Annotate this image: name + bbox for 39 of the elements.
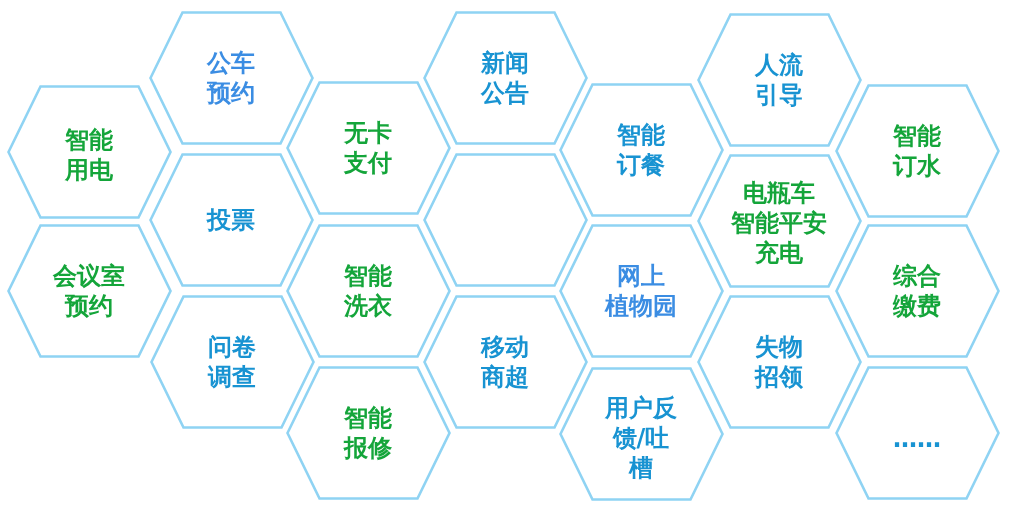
tile-label: 无卡支付 — [344, 118, 392, 178]
hexagon-tile — [6, 224, 172, 358]
tile-label: 移动商超 — [481, 332, 529, 392]
tile-label: 智能报修 — [344, 403, 392, 463]
hexagon-tile — [558, 367, 724, 501]
tile-label: 智能订水 — [893, 121, 941, 181]
hexagon-tile — [834, 224, 1000, 358]
tile-label: 会议室预约 — [53, 261, 125, 321]
tile-label: 人流引导 — [755, 50, 803, 110]
hexagon-tile — [285, 366, 451, 500]
tile-label: 网上植物园 — [605, 261, 677, 321]
hexagon-tile — [558, 83, 724, 217]
tile-label: 综合缴费 — [893, 261, 941, 321]
hexagon-tile — [696, 154, 862, 288]
tile-label: 失物招领 — [755, 332, 803, 392]
tile-label: 电瓶车智能平安充电 — [731, 178, 827, 268]
hexagon-tile — [834, 366, 1000, 500]
tile-label: 智能用电 — [65, 125, 113, 185]
hexagon-tile — [149, 295, 315, 429]
hexagon-tile — [558, 224, 724, 358]
hexagon-tile — [6, 85, 172, 219]
hexagon-tile — [834, 84, 1000, 218]
tile-label: 投票 — [207, 205, 255, 235]
tile-label: 智能洗衣 — [344, 261, 392, 321]
tile-label: 公车预约 — [207, 48, 255, 108]
tile-label: 问卷调查 — [208, 332, 256, 392]
hexagon-tile — [422, 295, 588, 429]
hexagon-tile — [422, 11, 588, 145]
hexagon-tile — [696, 13, 862, 147]
hexagon-tile — [696, 295, 862, 429]
tile-label: 智能订餐 — [617, 120, 665, 180]
hexagon-tile — [422, 153, 588, 287]
tile-label: …… — [893, 424, 941, 454]
hexagon-tile — [285, 224, 451, 358]
tile-label: 新闻公告 — [481, 48, 529, 108]
hexagon-tile — [148, 11, 314, 145]
hexagon-tile — [285, 81, 451, 215]
tile-label: 用户反馈/吐槽 — [605, 393, 677, 483]
hexagon-tile — [148, 153, 314, 287]
